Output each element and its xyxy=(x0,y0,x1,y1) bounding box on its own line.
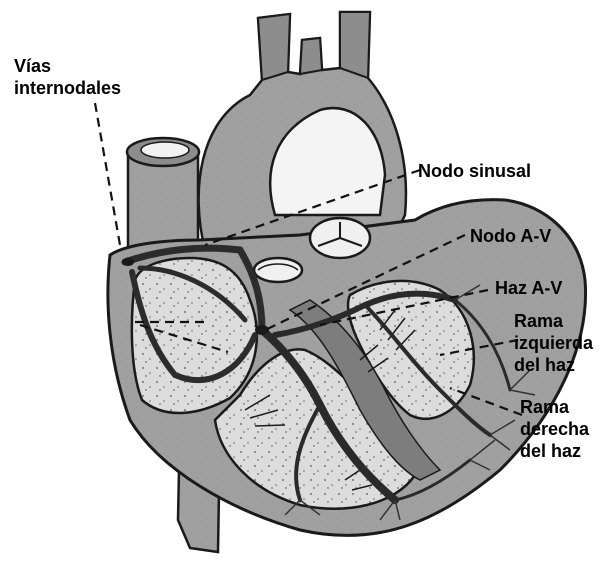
label-rama-izquierda: Rama izquierda del haz xyxy=(514,310,593,376)
label-line: Nodo A-V xyxy=(470,225,551,247)
label-line: izquierda xyxy=(514,332,593,354)
label-nodo-av: Nodo A-V xyxy=(470,225,551,247)
label-line: Rama xyxy=(520,396,589,418)
label-line: internodales xyxy=(14,77,121,99)
label-rama-derecha: Rama derecha del haz xyxy=(520,396,589,462)
label-nodo-sinusal: Nodo sinusal xyxy=(418,160,531,182)
label-haz-av: Haz A-V xyxy=(495,277,562,299)
label-line: del haz xyxy=(514,354,593,376)
label-line: Vías xyxy=(14,55,121,77)
label-line: Nodo sinusal xyxy=(418,160,531,182)
av-node xyxy=(255,325,269,335)
label-line: derecha xyxy=(520,418,589,440)
label-line: del haz xyxy=(520,440,589,462)
label-vias-internodales: Vías internodales xyxy=(14,55,121,99)
sinoatrial-node xyxy=(122,258,134,266)
label-line: Rama xyxy=(514,310,593,332)
label-line: Haz A-V xyxy=(495,277,562,299)
av-valve xyxy=(254,258,302,282)
aortic-valve xyxy=(310,218,370,258)
